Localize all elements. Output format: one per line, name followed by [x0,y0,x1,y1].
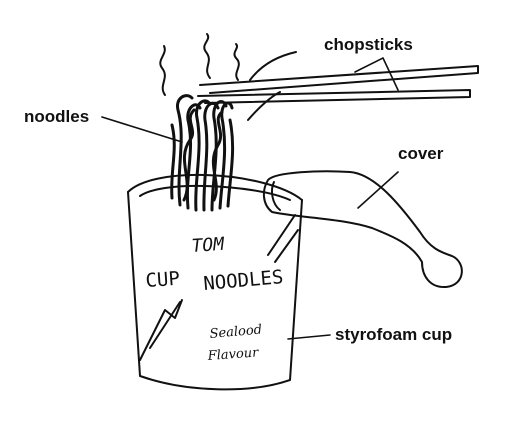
cover-leader [357,171,399,209]
label-cover: cover [398,144,444,163]
label-chopsticks: chopsticks [324,35,413,54]
noodles-illustration [170,94,235,212]
cover-illustration [262,170,463,289]
cup-print-line3: Sealood [209,322,263,342]
noodles-leader [101,116,183,143]
cup-print-line2a: CUP [145,268,181,292]
cup-print-line4: Flavour [206,345,259,364]
cup-leader [287,334,331,340]
steam-wisp-middle [203,33,211,79]
cup-illustration [127,173,303,391]
label-styrofoam-cup: styrofoam cup [335,325,453,344]
chopsticks-illustration [197,51,479,121]
cup-print-line1: TOM [191,234,226,257]
steam-wisp-left [159,45,166,96]
label-noodles: noodles [24,107,90,126]
cup-print-line2b: NOODLES [203,266,285,295]
steam-wisp-right [233,43,240,81]
chopsticks-leader [354,57,399,91]
